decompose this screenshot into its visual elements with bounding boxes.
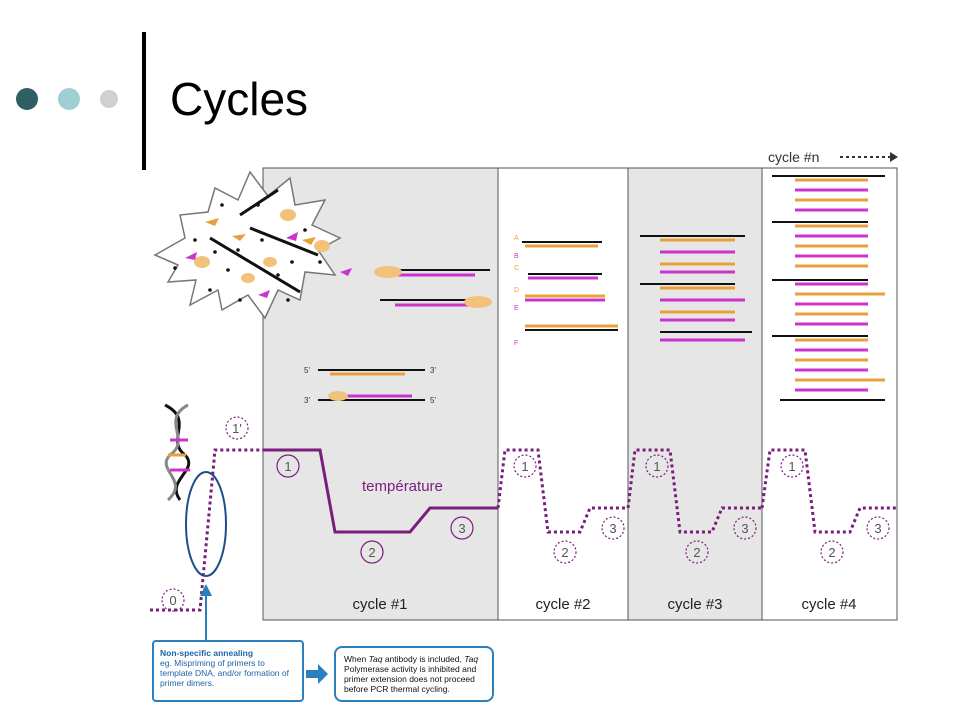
strand-letter-a: A xyxy=(514,235,519,242)
enzyme-blob xyxy=(263,257,277,267)
primer-fragment xyxy=(302,237,316,245)
step-label-3: 3 xyxy=(458,521,465,536)
step-label-1: 1 xyxy=(284,459,291,474)
bullet-dot-dark xyxy=(16,88,38,110)
step-label-2: 2 xyxy=(693,545,700,560)
step-label-1: 1 xyxy=(653,459,660,474)
annotation-up-arrow-head xyxy=(200,584,212,596)
cycle-label-3: cycle #3 xyxy=(667,596,722,613)
note-right-suffix: Polymerase activity is inhibited and pri… xyxy=(344,664,477,694)
note-right-mid: antibody is included, xyxy=(382,654,465,664)
primer-fragment xyxy=(185,252,197,260)
enzyme-blob xyxy=(314,240,330,252)
step-marker-1: 1 xyxy=(513,454,537,478)
note-right-taq-2: Taq xyxy=(464,654,479,664)
primer-fragment xyxy=(232,234,246,241)
note-right-prefix: When xyxy=(344,654,369,664)
nucleotide-dots xyxy=(173,203,322,302)
enzyme-blob xyxy=(241,273,255,283)
primer-fragment xyxy=(258,290,270,298)
strand-3prime-top: 3' xyxy=(430,366,436,375)
cycle-n-label: cycle #n xyxy=(768,149,819,165)
step-label-2: 2 xyxy=(828,545,835,560)
note-left-heading: Non-specific annealing xyxy=(160,648,254,658)
enzyme-blob xyxy=(280,209,296,221)
note-left-body: eg. Mispriming of primers to template DN… xyxy=(160,658,289,688)
taq-antibody-note: When Taq antibody is included, Taq Polym… xyxy=(334,646,494,702)
annotation-right-arrow xyxy=(306,664,328,684)
step-marker-1-prime: 1' xyxy=(225,416,249,440)
cycle-n-arrow-head xyxy=(890,152,898,162)
template-dna-strand-b xyxy=(239,188,279,217)
cycle1-annealed-strands xyxy=(318,369,425,401)
cycle1-temperature-line xyxy=(263,448,498,534)
template-dna-strand-c xyxy=(249,226,319,257)
step-marker-3: 3 xyxy=(866,516,890,540)
cycle2-temperature-line xyxy=(496,448,628,534)
pre-cycle-temperature-line xyxy=(150,448,263,612)
bullet-dot-grey xyxy=(100,90,118,108)
cycle3-temperature-line xyxy=(626,448,762,534)
step-marker-2: 2 xyxy=(553,540,577,564)
step-marker-3: 3 xyxy=(733,516,757,540)
enzyme-blob xyxy=(194,256,210,268)
strand-5prime-top: 5' xyxy=(304,366,310,375)
cycle3-strands xyxy=(640,235,752,342)
strand-letter-d: D xyxy=(514,287,519,294)
non-specific-annealing-note: Non-specific annealing eg. Mispriming of… xyxy=(152,640,304,702)
primer-fragment xyxy=(286,232,298,241)
primer-fragment xyxy=(340,268,352,276)
step-marker-3: 3 xyxy=(450,516,474,540)
strand-letter-c: C xyxy=(514,265,519,272)
cycle-label-1: cycle #1 xyxy=(352,596,407,613)
step-marker-1: 1 xyxy=(276,454,300,478)
template-dna-strand-a xyxy=(209,236,301,294)
step-label-1: 1 xyxy=(521,459,528,474)
cycle-label-4: cycle #4 xyxy=(801,596,856,613)
strand-3prime-bottom: 3' xyxy=(304,396,310,405)
step-label-0: 0 xyxy=(169,593,176,608)
step-label-1-prime: 1' xyxy=(232,421,242,436)
cycle1-extension-strands xyxy=(374,266,492,308)
strand-letter-b: B xyxy=(514,253,519,260)
step-label-2: 2 xyxy=(368,545,375,560)
step-marker-0: 0 xyxy=(161,588,185,612)
bullet-dot-light xyxy=(58,88,80,110)
step-label-1: 1 xyxy=(788,459,795,474)
strand-letter-e: E xyxy=(514,305,519,312)
step-label-2: 2 xyxy=(561,545,568,560)
step-marker-2: 2 xyxy=(820,540,844,564)
step-label-3: 3 xyxy=(874,521,881,536)
step-label-3: 3 xyxy=(609,521,616,536)
step-marker-2: 2 xyxy=(360,540,384,564)
title-divider xyxy=(142,32,146,170)
cycle4-strands xyxy=(772,175,885,401)
temperature-label: température xyxy=(362,478,443,495)
cycle-panel-3 xyxy=(627,167,763,621)
step-marker-1: 1 xyxy=(780,454,804,478)
step-marker-3: 3 xyxy=(601,516,625,540)
non-specific-annealing-highlight xyxy=(185,471,227,577)
step-marker-1: 1 xyxy=(645,454,669,478)
note-right-taq-1: Taq xyxy=(368,654,383,664)
cycle-panel-2 xyxy=(497,167,629,621)
cycle4-temperature-line xyxy=(760,448,897,534)
strand-letter-f: F xyxy=(514,340,518,347)
dna-helix-icon xyxy=(164,403,191,502)
strand-5prime-bottom: 5' xyxy=(430,396,436,405)
step-marker-2: 2 xyxy=(685,540,709,564)
primer-fragment xyxy=(205,218,219,226)
cycle-label-2: cycle #2 xyxy=(535,596,590,613)
slide-title: Cycles xyxy=(170,73,309,125)
cycle2-strands xyxy=(522,241,618,331)
step-label-3: 3 xyxy=(741,521,748,536)
cycle-panel-4 xyxy=(761,167,898,621)
